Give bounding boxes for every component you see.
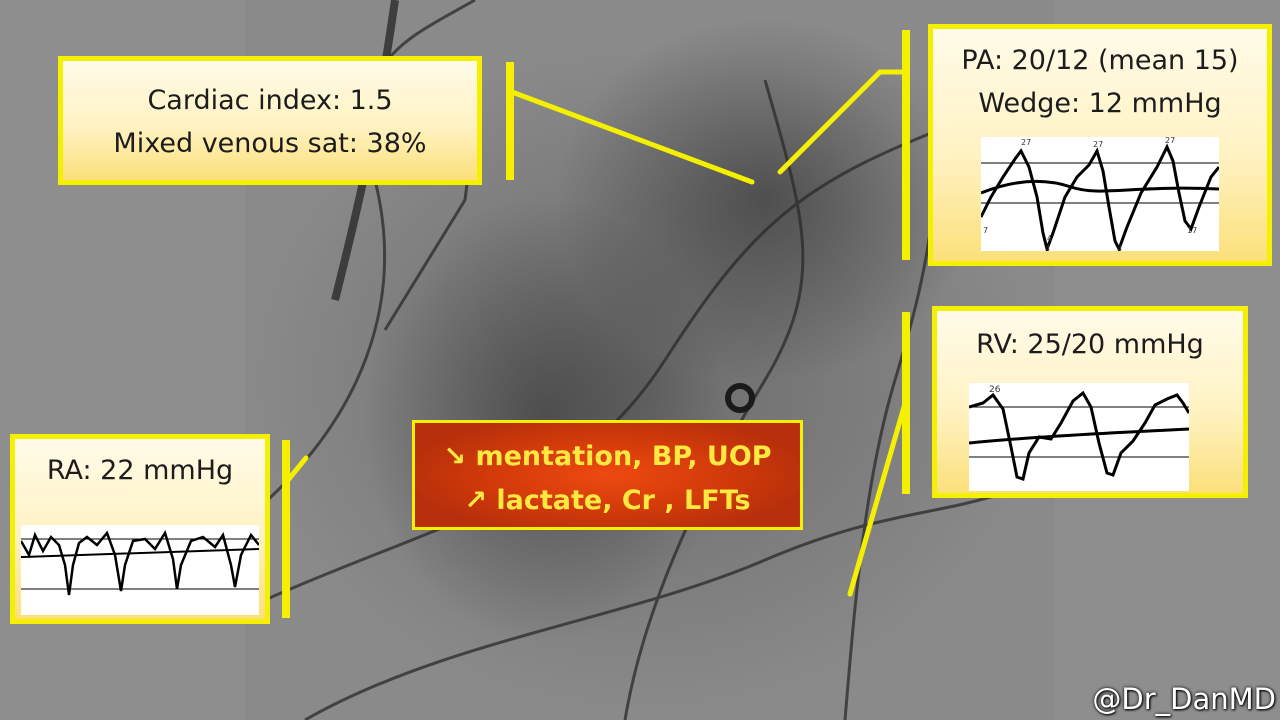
- wedge-pressure-text: Wedge: 12 mmHg: [978, 88, 1222, 119]
- ra-waveform: [21, 525, 259, 615]
- clinical-findings-box: ↘ mentation, BP, UOP ↗ lactate, Cr , LFT…: [412, 420, 803, 530]
- pa-trace-label-3: 27: [1165, 137, 1175, 145]
- cardiac-index-text: Cardiac index: 1.5: [147, 85, 393, 116]
- ra-pressure-box: RA: 22 mmHg: [10, 434, 270, 624]
- pa-waveform: 27 27 27 4 4 4 17 7: [981, 137, 1219, 251]
- pa-trace-label-5: 4: [1117, 244, 1122, 251]
- pa-trace-label-6: 4: [1047, 234, 1052, 243]
- mixed-venous-sat-text: Mixed venous sat: 38%: [113, 128, 427, 159]
- pa-pressure-box: PA: 20/12 (mean 15) Wedge: 12 mmHg 27 27…: [928, 24, 1272, 266]
- connector-bar-pa: [902, 30, 910, 260]
- connector-bar-ra: [282, 440, 290, 618]
- ra-pressure-text: RA: 22 mmHg: [46, 455, 234, 486]
- rv-pressure-box: RV: 25/20 mmHg 26: [932, 306, 1248, 498]
- pa-trace-label-7: 17: [1187, 226, 1197, 235]
- pa-trace-label-4: 4: [1045, 244, 1050, 251]
- rv-trace-label: 26: [989, 385, 1001, 395]
- device-ring: [725, 383, 755, 413]
- connector-bar-cardiac: [506, 62, 514, 180]
- cardiac-index-box: Cardiac index: 1.5 Mixed venous sat: 38%: [58, 56, 482, 185]
- pa-trace-label-8: 7: [983, 226, 988, 235]
- catheter-lines: [245, 0, 1055, 720]
- pa-trace-label-2: 27: [1093, 140, 1103, 149]
- arrow-down-right-icon: ↘: [443, 441, 467, 472]
- arrow-up-right-icon: ↗: [464, 485, 487, 516]
- clinical-findings-decreased: ↘ mentation, BP, UOP: [415, 435, 800, 479]
- author-handle: @Dr_DanMD: [1092, 682, 1276, 716]
- rv-pressure-text: RV: 25/20 mmHg: [976, 329, 1204, 360]
- rv-waveform: 26: [969, 383, 1189, 491]
- clinical-findings-increased: ↗ lactate, Cr , LFTs: [415, 479, 800, 523]
- pa-trace-label-1: 27: [1021, 138, 1031, 147]
- increased-findings-text: lactate, Cr , LFTs: [496, 485, 751, 516]
- pa-pressure-text: PA: 20/12 (mean 15): [961, 45, 1239, 76]
- decreased-findings-text: mentation, BP, UOP: [475, 441, 772, 472]
